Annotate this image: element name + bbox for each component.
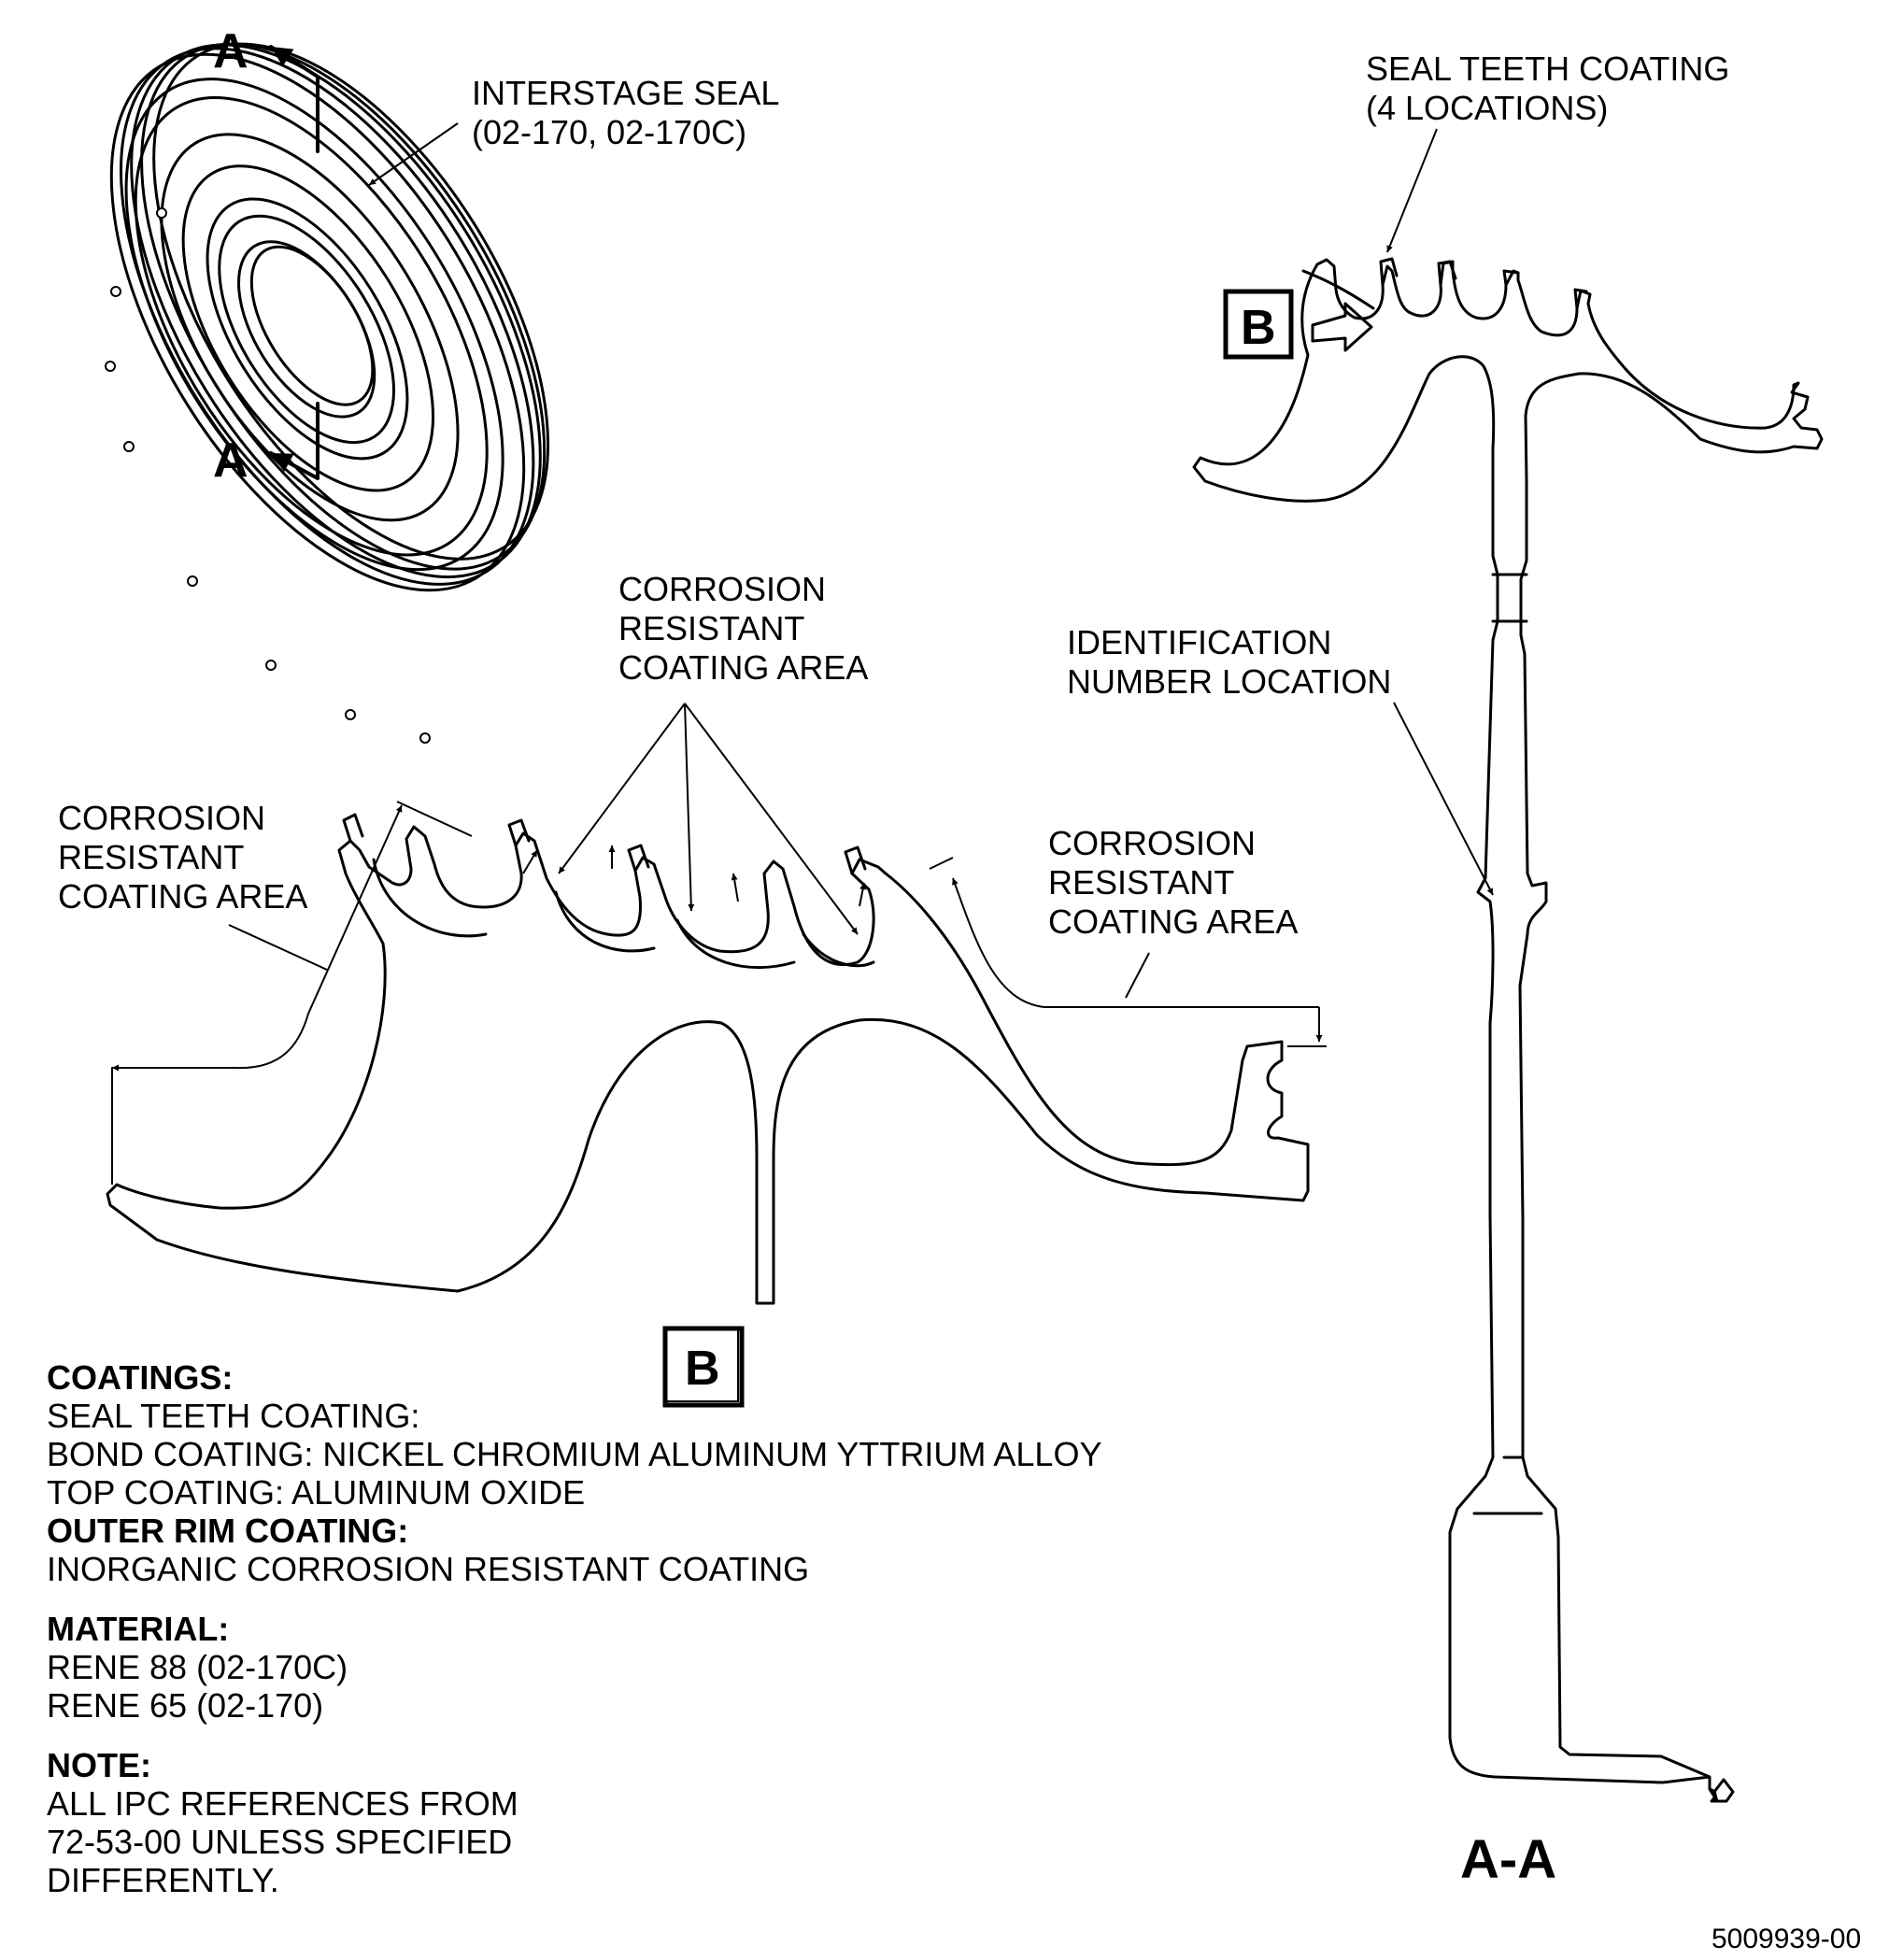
section-b-box: B [1223,289,1294,360]
notes-block: COATINGS: SEAL TEETH COATING: BOND COATI… [47,1358,1101,1899]
corrosion-label-center: CORROSION RESISTANT COATING AREA [618,570,868,687]
material-line-1: RENE 88 (02-170C) [47,1648,348,1686]
corrosion-label-right: CORROSION RESISTANT COATING AREA [1048,824,1298,941]
detail-b-section [106,813,1310,1305]
outer-rim-line-1: INORGANIC CORROSION RESISTANT COATING [47,1550,809,1588]
coatings-heading: COATINGS: [47,1358,233,1397]
seal-teeth-coating-label: SEAL TEETH COATING (4 LOCATIONS) [1366,50,1739,127]
section-marker-top: A [213,24,249,78]
coatings-line-1: SEAL TEETH COATING: [47,1397,419,1435]
outer-rim-heading: OUTER RIM COATING: [47,1512,408,1550]
identification-label: IDENTIFICATION NUMBER LOCATION [1067,623,1391,701]
detail-b-view-arrow [1311,302,1373,352]
figure-number: 5009939-00 [1711,1924,1861,1954]
corrosion-leaders [228,703,1150,999]
detail-b-box: B [662,1326,745,1408]
note-line-1: ALL IPC REFERENCES FROM [47,1784,518,1823]
interstage-seal-label: INTERSTAGE SEAL (02-170, 02-170C) [472,74,788,151]
coating-area-dimensions [111,801,1327,1185]
note-heading: NOTE: [47,1746,151,1784]
section-cut-arrows [269,45,320,480]
leader-interstage-seal [368,122,459,186]
coatings-line-3: TOP COATING: ALUMINUM OXIDE [47,1473,585,1512]
corrosion-label-left: CORROSION RESISTANT COATING AREA [58,799,307,916]
leader-identification [1393,702,1494,896]
interstage-seal-drawing [105,42,550,744]
note-line-3: DIFFERENTLY. [47,1861,279,1899]
material-heading: MATERIAL: [47,1610,229,1648]
material-line-2: RENE 65 (02-170) [47,1686,323,1725]
section-marker-center: A [213,433,249,488]
leader-seal-teeth [1386,128,1438,253]
coatings-line-2: BOND COATING: NICKEL CHROMIUM ALUMINUM Y… [47,1435,1101,1473]
note-line-2: 72-53-00 UNLESS SPECIFIED [47,1823,512,1861]
detail-b-box-label: B [685,1342,720,1396]
section-a-a-drawing [1192,257,1824,1803]
section-title: A-A [1460,1829,1556,1890]
section-b-box-label: B [1241,301,1276,355]
